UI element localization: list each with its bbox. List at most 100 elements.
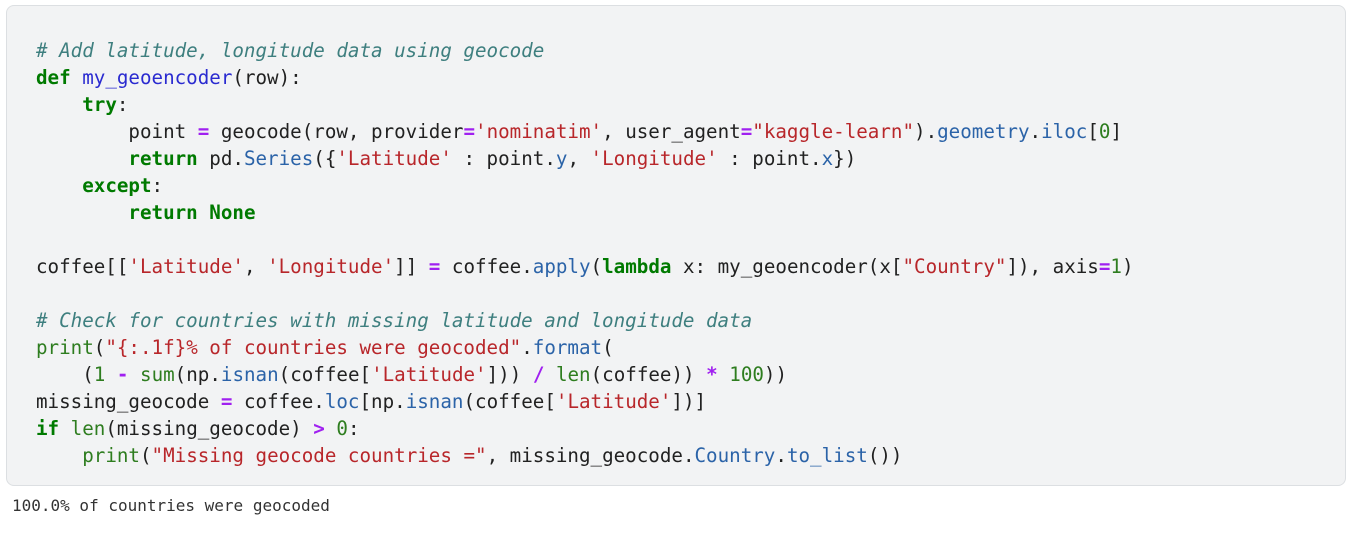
code-token: print: [36, 336, 94, 359]
code-token: ()): [867, 444, 903, 467]
code-token: return: [128, 147, 198, 170]
code-token: (: [93, 336, 106, 359]
code-token: x: my_geoencoder(x[: [671, 255, 903, 278]
code-token: "Missing geocode countries =": [151, 444, 487, 467]
code-token: /: [532, 363, 545, 386]
code-token: :: [116, 93, 129, 116]
code-token: 'Latitude': [371, 363, 487, 386]
code-token: missing_geocode: [36, 390, 221, 413]
code-token: Country: [694, 444, 776, 467]
code-token: [71, 66, 83, 89]
code-token: "kaggle-learn": [752, 120, 915, 143]
code-token: }): [833, 147, 857, 170]
code-token: >: [313, 417, 325, 440]
code-token: [325, 417, 337, 440]
code-token: )): [763, 363, 788, 386]
code-line: except:: [36, 172, 1134, 199]
code-token: (: [36, 363, 94, 386]
code-line: (1 - sum(np.isnan(coffee['Latitude'])) /…: [36, 361, 1134, 388]
code-token: [36, 444, 82, 467]
code-token: ,: [243, 255, 268, 278]
code-token: =: [428, 255, 441, 278]
code-token: 0: [1098, 120, 1111, 143]
code-token: [36, 93, 82, 116]
code-token: (: [590, 255, 603, 278]
code-token: return: [128, 201, 198, 224]
code-token: ]: [1110, 120, 1123, 143]
code-token: [59, 417, 71, 440]
code-token: pd.: [197, 147, 244, 170]
code-token: ]), axis: [1006, 255, 1099, 278]
code-token: isnan: [405, 390, 464, 413]
code-token: =: [463, 120, 476, 143]
code-token: 'Latitude': [336, 147, 452, 170]
code-token: None: [209, 201, 256, 224]
code-line: point = geocode(row, provider='nominatim…: [36, 118, 1134, 145]
code-token: coffee[[: [36, 255, 129, 278]
code-token: [198, 201, 210, 224]
code-cell[interactable]: # Add latitude, longitude data using geo…: [6, 5, 1346, 486]
code-token: 0: [336, 417, 348, 440]
code-line: print("Missing geocode countries =", mis…: [36, 442, 1134, 469]
code-token: (row):: [232, 66, 302, 89]
code-token: def: [36, 66, 71, 89]
code-token: =: [740, 120, 753, 143]
code-token: apply: [532, 255, 591, 278]
code-token: (coffee[: [463, 390, 556, 413]
code-line: return None: [36, 199, 1134, 226]
code-token: my_geoencoder: [82, 66, 233, 89]
code-line: print("{:.1f}% of countries were geocode…: [36, 334, 1134, 361]
code-token: .: [521, 336, 533, 359]
code-token: coffee.: [232, 390, 325, 413]
code-token: =: [197, 120, 210, 143]
code-token: except: [82, 174, 152, 197]
code-token: [36, 174, 82, 197]
code-editor[interactable]: # Add latitude, longitude data using geo…: [36, 37, 1134, 469]
code-token: loc: [324, 390, 360, 413]
code-token: [718, 363, 730, 386]
code-line: # Add latitude, longitude data using geo…: [36, 37, 1134, 64]
code-token: iloc: [1041, 120, 1088, 143]
code-token: geocode(row, provider: [209, 120, 464, 143]
code-token: .: [775, 444, 787, 467]
code-token: "{:.1f}% of countries were geocoded": [105, 336, 522, 359]
code-token: :: [151, 174, 164, 197]
code-line: def my_geoencoder(row):: [36, 64, 1134, 91]
code-token: print: [82, 444, 140, 467]
code-token: [: [1087, 120, 1099, 143]
code-token: [544, 363, 556, 386]
code-token: ,: [567, 147, 591, 170]
code-token: *: [706, 363, 718, 386]
code-token: 'nominatim': [475, 120, 603, 143]
code-token: [128, 363, 140, 386]
code-token: sum: [140, 363, 175, 386]
code-token: x: [821, 147, 834, 170]
code-token: 'Latitude': [555, 390, 672, 413]
code-line: try:: [36, 91, 1134, 118]
code-token: (: [139, 444, 152, 467]
code-token: :: [347, 417, 360, 440]
code-token: ])): [486, 363, 533, 386]
code-line: # Check for countries with missing latit…: [36, 307, 1134, 334]
code-token: geometry: [937, 120, 1030, 143]
code-token: : point.: [717, 147, 822, 170]
code-token: y: [555, 147, 568, 170]
code-token: , user_agent: [602, 120, 741, 143]
cell-output: 100.0% of countries were geocoded: [12, 496, 330, 515]
code-token: "Country": [902, 255, 1007, 278]
code-token: len: [555, 363, 591, 386]
code-token: coffee.: [440, 255, 533, 278]
code-token: 'Longitude': [267, 255, 395, 278]
code-token: [36, 201, 128, 224]
code-token: ({: [313, 147, 337, 170]
code-token: ).: [914, 120, 938, 143]
code-token: point: [36, 120, 198, 143]
code-token: len: [70, 417, 106, 440]
code-token: .: [1029, 120, 1042, 143]
code-token: [np.: [359, 390, 406, 413]
code-token: =: [1098, 255, 1111, 278]
code-token: 100: [729, 363, 764, 386]
code-token: (: [602, 336, 614, 359]
code-line: [36, 226, 1134, 253]
code-token: (missing_geocode): [105, 417, 314, 440]
